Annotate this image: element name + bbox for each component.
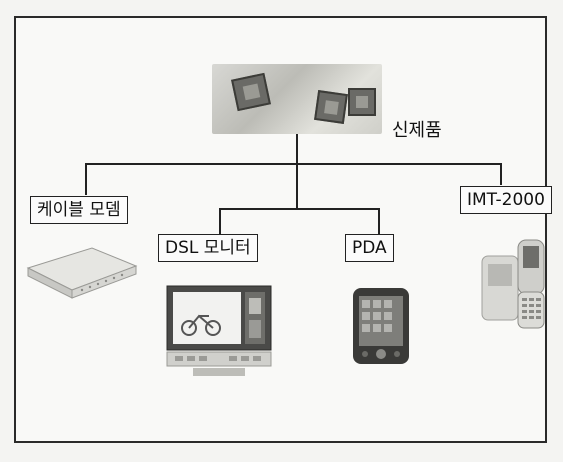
- chip-module-3: [348, 88, 376, 116]
- cable-modem-label: 케이블 모뎀: [30, 196, 128, 224]
- branch-pda-line: [378, 208, 380, 234]
- dsl-monitor-photo: [166, 285, 272, 376]
- pda-label: PDA: [345, 234, 394, 262]
- branch-imt-line: [500, 163, 502, 185]
- pda-photo: [353, 288, 409, 364]
- mobile-phone-photo: [481, 239, 545, 329]
- inner-stem-line: [296, 163, 298, 209]
- cable-modem-photo: [26, 247, 138, 299]
- inner-bar-line: [219, 208, 379, 210]
- chip-module-1: [231, 72, 271, 112]
- imt-2000-label: IMT-2000: [460, 186, 552, 214]
- branch-dsl-line: [219, 208, 221, 234]
- root-label: 신제품: [392, 120, 442, 141]
- dsl-monitor-label: DSL 모니터: [158, 234, 258, 262]
- chip-modules-photo: [212, 64, 382, 134]
- root-stem-line: [296, 134, 298, 164]
- branch-cable-modem-line: [85, 163, 87, 195]
- chip-module-2: [314, 90, 348, 124]
- outer-bar-line: [85, 163, 501, 165]
